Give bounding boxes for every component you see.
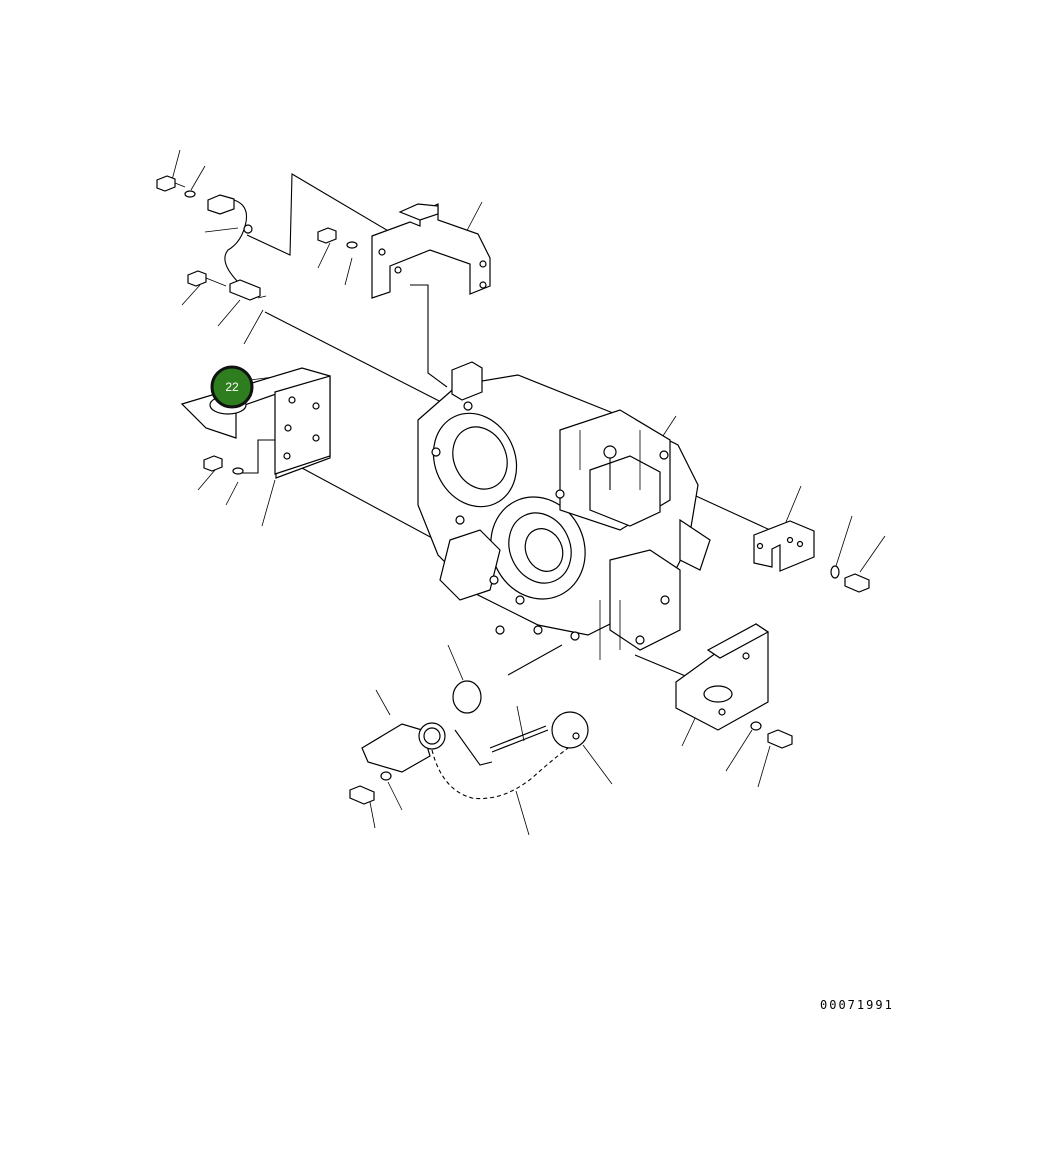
top-bracket (317, 203, 491, 299)
callout-22-label: 22 (225, 380, 239, 394)
callout-22-circle (210, 365, 254, 409)
bottom-cap-assembly (349, 680, 589, 805)
leader-lines (171, 149, 886, 836)
figure-number: 00071991 (820, 998, 894, 1012)
left-mount-bracket (180, 367, 331, 479)
right-bracket (753, 520, 870, 593)
assembly-lines (239, 173, 771, 766)
lower-right-mount (675, 623, 793, 749)
transmission-housing (417, 361, 711, 660)
sensor-assembly (156, 175, 267, 301)
callout-22[interactable]: 22 (210, 365, 254, 409)
